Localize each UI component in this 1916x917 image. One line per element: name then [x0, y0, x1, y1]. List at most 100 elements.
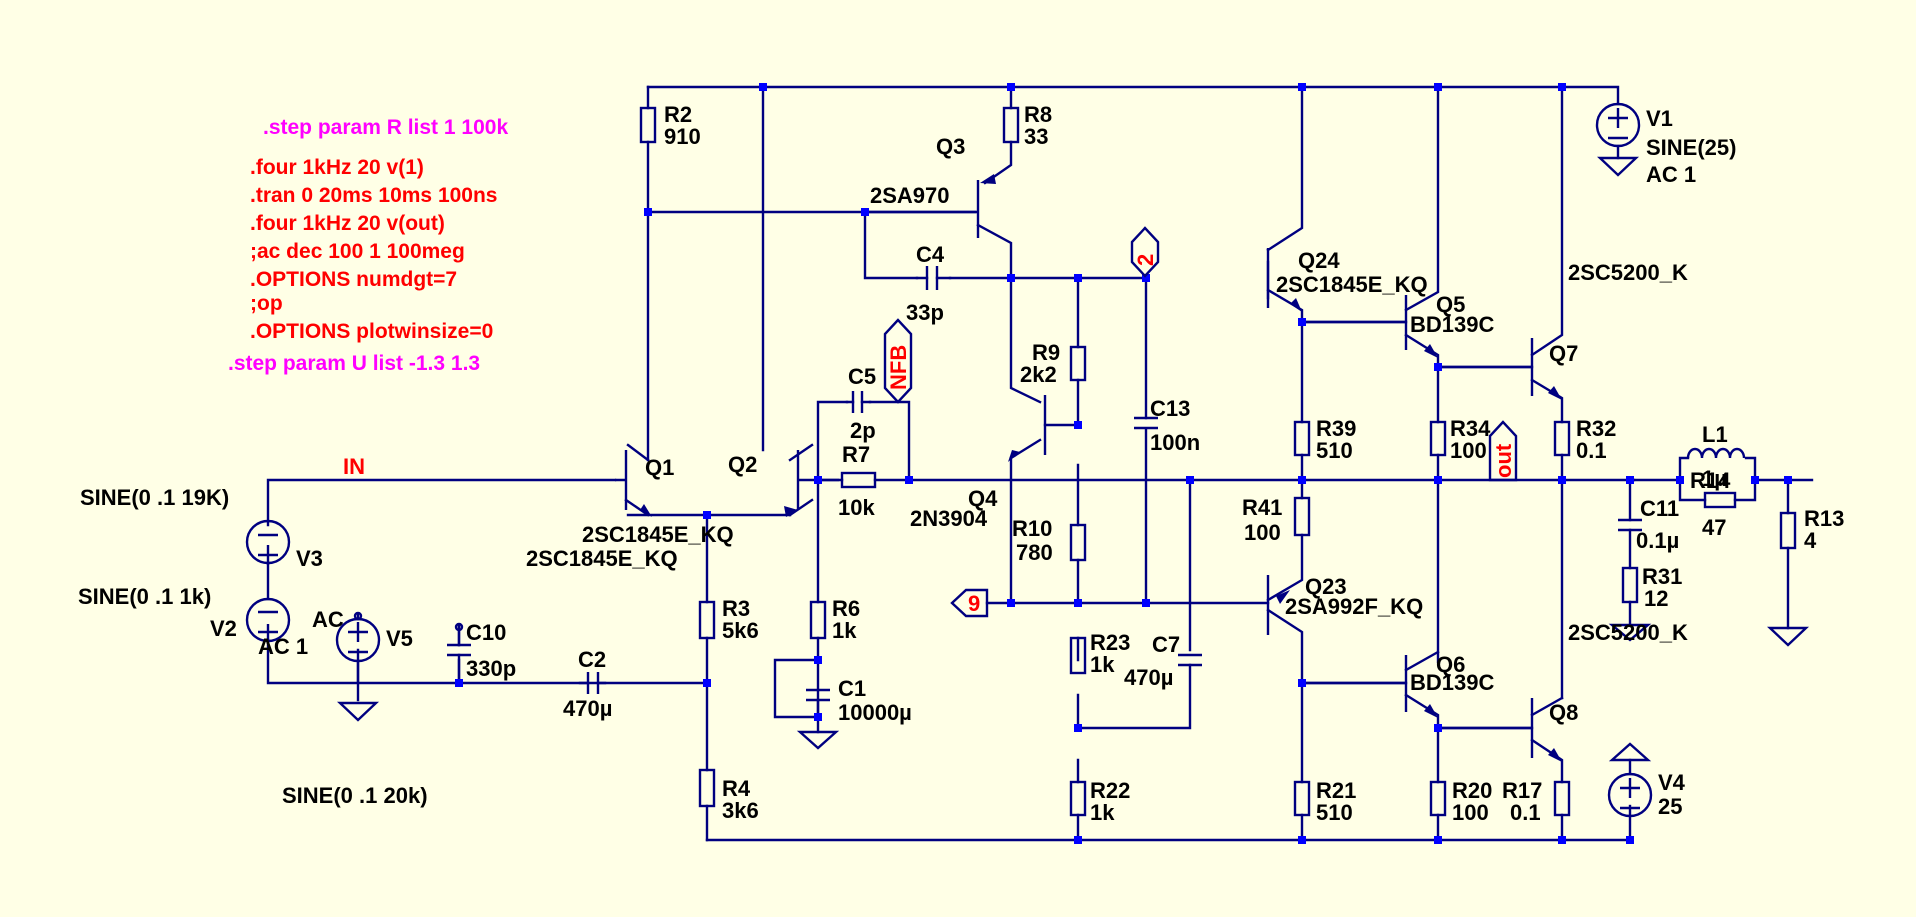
R20-body[interactable] — [1429, 780, 1447, 817]
R6-value: 1k — [832, 618, 857, 643]
R23-value: 1k — [1090, 652, 1115, 677]
R14-value: 47 — [1702, 515, 1726, 540]
Q7-name: Q7 — [1549, 341, 1578, 366]
C2-body[interactable] — [578, 672, 607, 694]
V5-value: AC — [312, 607, 344, 632]
R23-body[interactable] — [1069, 636, 1087, 675]
Q8-model: 2SC5200_K — [1568, 620, 1688, 645]
Q23-model: 2SA992F_KQ — [1285, 594, 1423, 619]
R2-name: R2 — [664, 102, 692, 127]
V2-ac: AC 1 — [258, 634, 308, 659]
R13-body[interactable] — [1779, 511, 1797, 550]
C13-name: C13 — [1150, 396, 1190, 421]
V1-body[interactable] — [1595, 102, 1641, 177]
R21-body[interactable] — [1293, 780, 1311, 817]
R32-body[interactable] — [1553, 420, 1571, 457]
R22-body[interactable] — [1069, 780, 1087, 817]
net-label-nfb[interactable]: NFB — [886, 345, 911, 390]
spice-directives: .step param R list 1 100k .four 1kHz 20 … — [228, 116, 508, 375]
R41-body[interactable] — [1293, 496, 1311, 537]
directive-ac[interactable]: ;ac dec 100 1 100meg — [250, 240, 465, 263]
directive-four-v1[interactable]: .four 1kHz 20 v(1) — [250, 156, 424, 179]
R3-body[interactable] — [698, 600, 716, 640]
C5-body[interactable] — [845, 391, 872, 413]
C7-body[interactable] — [1178, 653, 1202, 667]
C4-name: C4 — [916, 242, 945, 267]
directive-step-r[interactable]: .step param R list 1 100k — [263, 116, 508, 139]
Q3-name: Q3 — [936, 134, 965, 159]
V4-value: 25 — [1658, 794, 1682, 819]
C10-body[interactable] — [447, 622, 471, 685]
R10-body[interactable] — [1069, 523, 1087, 562]
R14-body[interactable] — [1703, 491, 1737, 509]
Q5-body[interactable] — [1302, 295, 1438, 358]
L1-name: L1 — [1702, 422, 1728, 447]
Q8-name: Q8 — [1549, 700, 1578, 725]
R41-name: R41 — [1242, 495, 1282, 520]
Q23-name: Q23 — [1305, 574, 1347, 599]
C11-body[interactable] — [1618, 518, 1642, 532]
V2-body[interactable] — [245, 561, 291, 644]
Q1-body[interactable] — [615, 450, 652, 517]
ground-c1 — [796, 730, 840, 750]
R21-value: 510 — [1316, 800, 1353, 825]
V2-name: V2 — [210, 616, 237, 641]
C1-body[interactable] — [806, 658, 830, 719]
Q4-name: Q4 — [968, 486, 998, 511]
C2-name: C2 — [578, 647, 606, 672]
net-label-2[interactable]: 2 — [1133, 254, 1158, 266]
ground-r13 — [1766, 626, 1810, 647]
net-flag-2-shape — [1130, 226, 1160, 278]
C1-value: 10000µ — [838, 700, 912, 725]
L1-body[interactable] — [1686, 447, 1746, 459]
R8-body[interactable] — [1002, 106, 1020, 144]
net-flags: NFB 2 out 9 IN — [343, 226, 1518, 618]
directive-tran[interactable]: .tran 0 20ms 10ms 100ns — [250, 184, 498, 207]
R17-value: 0.1 — [1510, 800, 1541, 825]
R20-name: R20 — [1452, 778, 1492, 803]
extra-source-label: SINE(0 .1 20k) — [282, 783, 428, 808]
directive-four-out[interactable]: .four 1kHz 20 v(out) — [250, 212, 445, 235]
voltage-sources — [245, 102, 1653, 818]
V5-body[interactable] — [335, 611, 381, 722]
directive-step-u[interactable]: .step param U list -1.3 1.3 — [228, 352, 480, 375]
R31-body[interactable] — [1621, 566, 1639, 604]
net-label-in[interactable]: IN — [343, 454, 365, 479]
Q8-body[interactable] — [1438, 698, 1562, 762]
transistor-bodies — [615, 174, 1562, 762]
V1-value: SINE(25) — [1646, 135, 1736, 160]
Q3-body[interactable] — [865, 174, 996, 238]
Q24-body[interactable] — [1266, 248, 1302, 312]
R4-body[interactable] — [698, 768, 716, 808]
Q5-name: Q5 — [1436, 292, 1465, 317]
R2-body[interactable] — [639, 106, 657, 144]
Q1-name: Q1 — [645, 455, 674, 480]
V3-body[interactable] — [245, 519, 291, 565]
junction-dots — [455, 83, 1792, 844]
R17-body[interactable] — [1553, 780, 1571, 817]
R7-body[interactable] — [840, 471, 877, 489]
R9-body[interactable] — [1069, 345, 1087, 382]
Q7-body[interactable] — [1438, 338, 1562, 400]
Q6-body[interactable] — [1302, 655, 1438, 718]
C13-body[interactable] — [1134, 416, 1158, 430]
ground-symbols — [796, 623, 1810, 750]
net-flag-9-shape — [950, 588, 989, 618]
directive-numdgt[interactable]: .OPTIONS numdgt=7 — [250, 268, 457, 291]
R39-body[interactable] — [1293, 420, 1311, 457]
R22-value: 1k — [1090, 800, 1115, 825]
R7-name: R7 — [842, 442, 870, 467]
R6-body[interactable] — [809, 600, 827, 640]
V4-body[interactable] — [1607, 742, 1653, 818]
Q4-body[interactable] — [1008, 395, 1047, 462]
R34-body[interactable] — [1429, 420, 1447, 457]
directive-plotwin[interactable]: .OPTIONS plotwinsize=0 — [250, 320, 493, 343]
C4-body[interactable] — [915, 266, 952, 290]
directive-op[interactable]: ;op — [250, 292, 283, 315]
net-label-out[interactable]: out — [1491, 443, 1516, 478]
C10-value: 330p — [466, 656, 516, 681]
net-label-9[interactable]: 9 — [968, 591, 980, 616]
Q23-body[interactable] — [1266, 575, 1290, 635]
R32-name: R32 — [1576, 416, 1616, 441]
